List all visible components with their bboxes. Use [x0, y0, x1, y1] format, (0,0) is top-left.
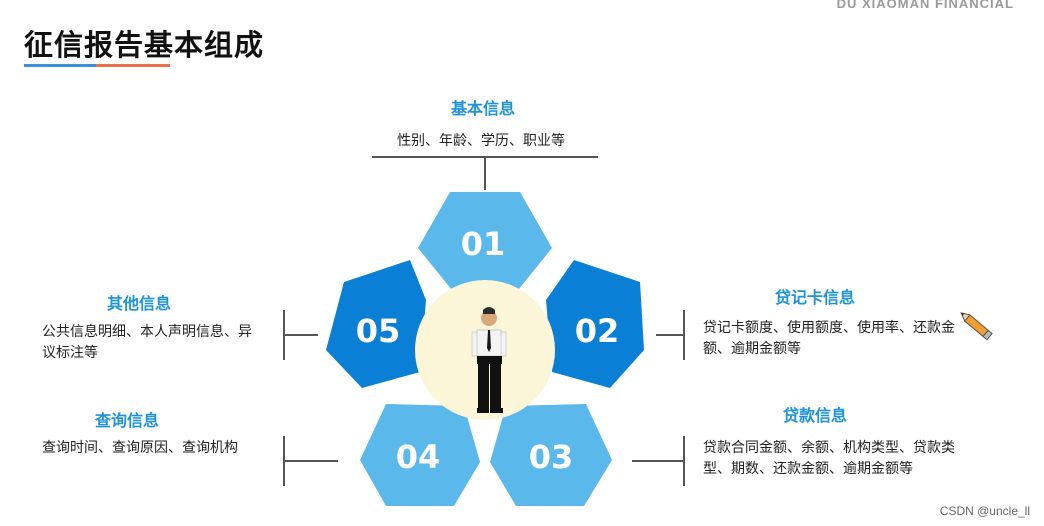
basic-info-title: 基本信息 [451, 99, 516, 118]
petal-01 [418, 192, 552, 300]
connector-lines [283, 156, 685, 486]
petal-05 [326, 260, 426, 388]
other-info-desc: 公共信息明细、本人声明信息、异 议标注等 [42, 322, 252, 364]
petal-03 [490, 404, 612, 506]
other-info-desc-line1: 公共信息明细、本人声明信息、异 [42, 324, 252, 340]
query-info-title: 查询信息 [95, 411, 160, 430]
petal-04 [360, 404, 480, 506]
card-info-desc: 贷记卡额度、使用额度、使用率、还款金 额、逾期金额等 [703, 318, 955, 360]
businessman-figure [471, 307, 507, 413]
brand-text: DU XIAOMAN FINANCIAL [836, 0, 1014, 11]
page-title: 征信报告基本组成 [24, 28, 265, 62]
other-info-desc-line2: 议标注等 [42, 345, 98, 361]
basic-info-desc: 性别、年龄、学历、职业等 [397, 133, 565, 149]
number-02: 02 [575, 312, 620, 350]
loan-info-desc: 贷款合同金额、余额、机构类型、贷款类 型、期数、还款金额、逾期金额等 [703, 438, 955, 480]
loan-info-desc-line2: 型、期数、还款金额、逾期金额等 [703, 461, 913, 477]
number-04: 04 [396, 438, 441, 476]
petal-02 [546, 260, 644, 388]
card-info-desc-line1: 贷记卡额度、使用额度、使用率、还款金 [703, 320, 955, 336]
number-03: 03 [529, 438, 574, 476]
card-info-desc-line2: 额、逾期金额等 [703, 341, 801, 357]
number-05: 05 [356, 312, 401, 350]
card-info-title: 贷记卡信息 [775, 288, 856, 307]
other-info-title: 其他信息 [107, 294, 172, 313]
loan-info-title: 贷款信息 [783, 406, 848, 425]
number-01: 01 [461, 225, 506, 263]
pencil-icon [960, 312, 993, 341]
watermark: CSDN @uncle_ll [939, 504, 1030, 518]
title-underline-red [96, 64, 170, 67]
title-underline-blue [24, 64, 96, 67]
loan-info-desc-line1: 贷款合同金额、余额、机构类型、贷款类 [703, 440, 955, 456]
query-info-desc: 查询时间、查询原因、查询机构 [42, 440, 238, 456]
